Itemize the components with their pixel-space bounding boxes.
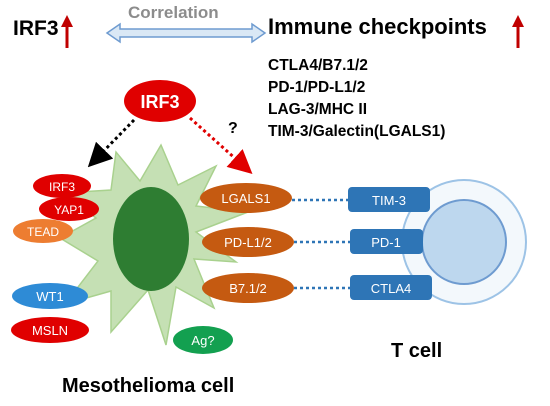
ligand-lgals1-label: LGALS1	[221, 191, 270, 206]
t-cell-nucleus	[421, 199, 507, 285]
msln-oval	[11, 317, 89, 343]
irf3-to-cell-arrow	[87, 118, 136, 168]
receptor-pd1-label: PD-1	[371, 235, 401, 250]
checkpoints-up-arrow	[512, 15, 524, 48]
msln-label: MSLN	[32, 323, 68, 338]
unknown-link-question-mark: ?	[228, 120, 238, 137]
correlation-double-arrow	[105, 22, 267, 44]
irf3-to-ligand-arrow	[188, 116, 253, 175]
receptor-tim3-label: TIM-3	[372, 193, 406, 208]
yap1-oval	[39, 197, 99, 221]
receptor-pd1-box	[350, 229, 423, 254]
receptor-ctla4-box	[350, 275, 432, 300]
checkpoint-item: LAG-3/MHC II	[268, 101, 368, 118]
ligand-b7-oval	[202, 273, 294, 303]
wt1-label: WT1	[36, 289, 63, 304]
receptor-tim3-box	[348, 187, 430, 212]
ligand-lgals1-oval	[200, 183, 292, 213]
ligand-pdl-oval	[202, 227, 294, 257]
wt1-oval	[12, 283, 88, 309]
ligand-b7-label: B7.1/2	[229, 281, 267, 296]
tead-label: TEAD	[27, 225, 59, 239]
ag-label: Ag?	[191, 333, 214, 348]
nucleus	[113, 187, 189, 291]
t-cell-label: T cell	[391, 340, 443, 362]
yap1-label: YAP1	[54, 203, 84, 217]
irf3-center-label: IRF3	[140, 92, 179, 112]
receptor-ctla4-label: CTLA4	[371, 281, 411, 296]
irf3-internal-label: IRF3	[49, 180, 75, 194]
irf3-up-arrow	[61, 15, 73, 48]
irf3-internal-oval	[33, 174, 91, 198]
checkpoint-item: TIM-3/Galectin(LGALS1)	[268, 123, 446, 140]
immune-checkpoints-title: Immune checkpoints	[268, 14, 487, 39]
ag-oval	[173, 326, 233, 354]
checkpoint-item: PD-1/PD-L1/2	[268, 79, 366, 96]
irf3-center-oval	[124, 80, 196, 122]
tead-oval	[13, 219, 73, 243]
mesothelioma-cell-label: Mesothelioma cell	[62, 375, 235, 397]
ligand-pdl-label: PD-L1/2	[224, 235, 272, 250]
checkpoint-item: CTLA4/B7.1/2	[268, 57, 368, 74]
correlation-label: Correlation	[128, 3, 219, 22]
irf3-header-label: IRF3	[13, 17, 59, 40]
